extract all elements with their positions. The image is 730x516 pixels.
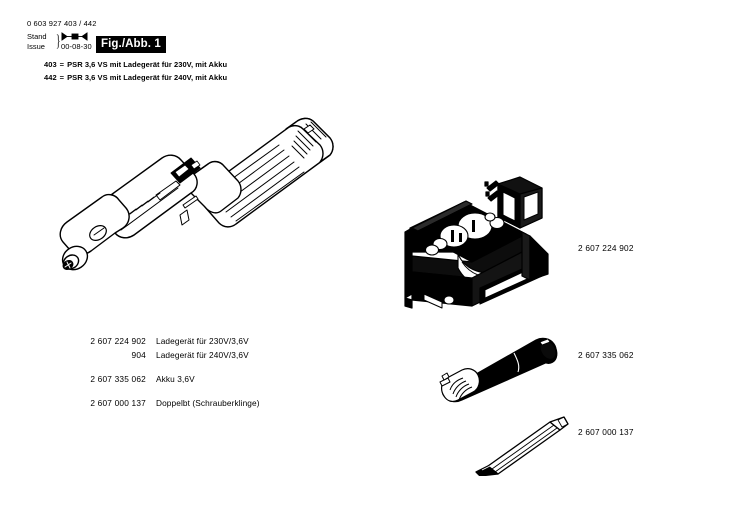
variant-equals: = — [59, 72, 65, 82]
variant-code: 403 — [44, 60, 57, 69]
part-description: Akku 3,6V — [156, 374, 195, 384]
parts-list-row: 2 607 224 902 Ladegerät für 230V/3,6V — [54, 334, 260, 348]
stand-label: Stand — [27, 32, 47, 41]
document-number: 0 603 927 403 / 442 — [27, 19, 97, 28]
revision-marker-icon — [61, 32, 89, 41]
part-description: Doppelbt (Schrauberklinge) — [156, 398, 260, 408]
variant-code: 442 — [44, 72, 57, 82]
callout-bit-part-number: 2 607 000 137 — [578, 427, 634, 437]
revision-brace: } — [56, 31, 61, 50]
charger-base-and-plug-illustration — [402, 176, 577, 321]
parts-list: 2 607 224 902 Ladegerät für 230V/3,6V 90… — [54, 334, 260, 410]
callout-charger-part-number: 2 607 224 902 — [578, 243, 634, 253]
revision-date: 00-08-30 — [61, 42, 92, 51]
part-number: 2 607 000 137 — [90, 398, 146, 408]
variant-description: PSR 3,6 VS mit Ladegerät für 230V, mit A… — [67, 60, 228, 69]
variant-equals: = — [59, 60, 65, 69]
part-number: 2 607 335 062 — [90, 374, 146, 384]
variant-description: PSR 3,6 VS mit Ladegerät für 240V, mit A… — [67, 72, 228, 82]
part-description: Ladegerät für 230V/3,6V — [156, 336, 249, 346]
variant-row: 442=PSR 3,6 VS mit Ladegerät für 240V, m… — [44, 72, 227, 85]
part-number: 904 — [131, 350, 146, 360]
variant-list: 403=PSR 3,6 VS mit Ladegerät für 230V, m… — [44, 59, 227, 84]
document-header: 0 603 927 403 / 442 Stand Issue } — [27, 19, 327, 54]
callout-battery-part-number: 2 607 335 062 — [578, 350, 634, 360]
cordless-screwdriver-illustration — [58, 112, 344, 298]
revision-row: Stand Issue } 00-08-30 — [27, 31, 327, 54]
double-ended-screwdriver-bit-illustration — [472, 414, 572, 476]
part-number: 2 607 224 902 — [90, 336, 146, 346]
battery-pack-illustration — [428, 328, 568, 406]
parts-list-row: 2 607 335 062 Akku 3,6V — [54, 372, 260, 386]
variant-row: 403=PSR 3,6 VS mit Ladegerät für 230V, m… — [44, 59, 227, 72]
parts-list-row: 2 607 000 137 Doppelbt (Schrauberklinge) — [54, 396, 260, 410]
figure-badge: Fig./Abb. 1 — [96, 36, 166, 53]
parts-list-row: 904 Ladegerät für 240V/3,6V — [54, 348, 260, 362]
revision-labels: Stand Issue — [27, 32, 47, 51]
part-description: Ladegerät für 240V/3,6V — [156, 350, 249, 360]
issue-label: Issue — [27, 41, 45, 51]
